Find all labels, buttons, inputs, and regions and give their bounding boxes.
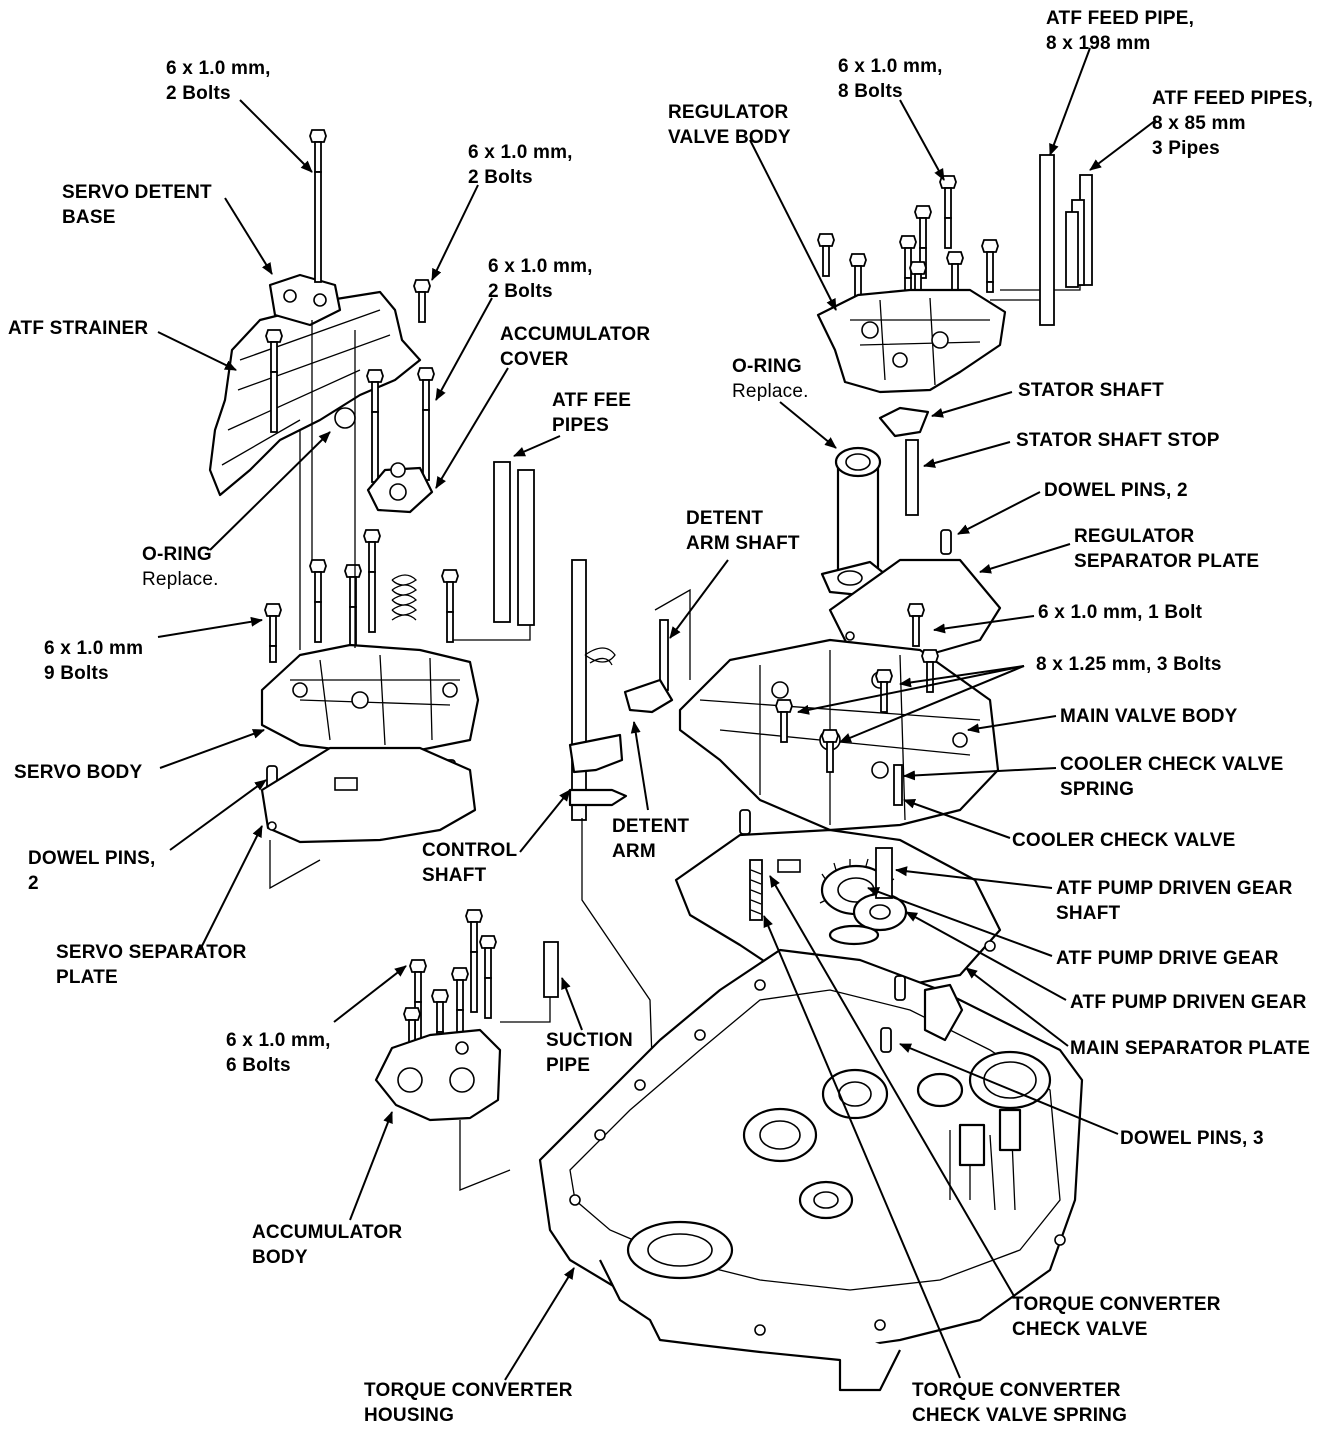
label-cooler-check-valve: COOLER CHECK VALVE [1012, 830, 1236, 851]
stator-shaft-stop-shape [878, 406, 930, 438]
label-atf-pump-driven-gear: ATF PUMP DRIVEN GEAR [1070, 992, 1307, 1013]
servo-separator-plate-shape [260, 746, 477, 844]
label-main-separator-plate: MAIN SEPARATOR PLATE [1070, 1038, 1311, 1059]
label-bolts-2-top: 6 x 1.0 mm,2 Bolts [166, 58, 271, 104]
label-atf-strainer: ATF STRAINER [8, 318, 149, 339]
label-bolts-8: 6 x 1.0 mm,8 Bolts [838, 56, 943, 102]
label-bolts-6: 6 x 1.0 mm,6 Bolts [226, 1030, 331, 1076]
label-dowel-pins-2-left: DOWEL PINS,2 [28, 848, 156, 894]
bolt-icon [309, 129, 327, 173]
label-bolts-2-mid: 6 x 1.0 mm,2 Bolts [468, 142, 573, 188]
label-atf-feed-pipe: ATF FEED PIPE,8 x 198 mm [1046, 8, 1195, 54]
control-shaft-shape [571, 559, 587, 821]
label-bolt-1: 6 x 1.0 mm, 1 Bolt [1038, 602, 1203, 623]
label-main-valve-body: MAIN VALVE BODY [1060, 706, 1238, 727]
detent-arm-shape [568, 733, 624, 774]
servo-body-shape [260, 643, 480, 754]
label-dowel-pins-3: DOWEL PINS, 3 [1120, 1128, 1264, 1149]
label-stator-shaft-stop: STATOR SHAFT STOP [1016, 430, 1220, 451]
label-stator-shaft: STATOR SHAFT [1018, 380, 1164, 401]
label-dowel-pins-2-right: DOWEL PINS, 2 [1044, 480, 1188, 501]
label-atf-pump-drive-gear: ATF PUMP DRIVE GEAR [1056, 948, 1279, 969]
label-bolts-3: 8 x 1.25 mm, 3 Bolts [1036, 654, 1222, 675]
label-servo-body: SERVO BODY [14, 762, 143, 783]
suction-pipe-shape [543, 941, 559, 998]
accumulator-body-shape [374, 1028, 502, 1122]
regulator-valve-body-shape [816, 288, 1007, 394]
leader-lines [157, 47, 1157, 1381]
atf-feed-pipe-long-shape [1039, 154, 1055, 326]
atf-pipe-shape [493, 461, 511, 623]
servo-detent-base-shape [268, 273, 342, 327]
label-bolts-2-acc: 6 x 1.0 mm,2 Bolts [488, 256, 593, 302]
